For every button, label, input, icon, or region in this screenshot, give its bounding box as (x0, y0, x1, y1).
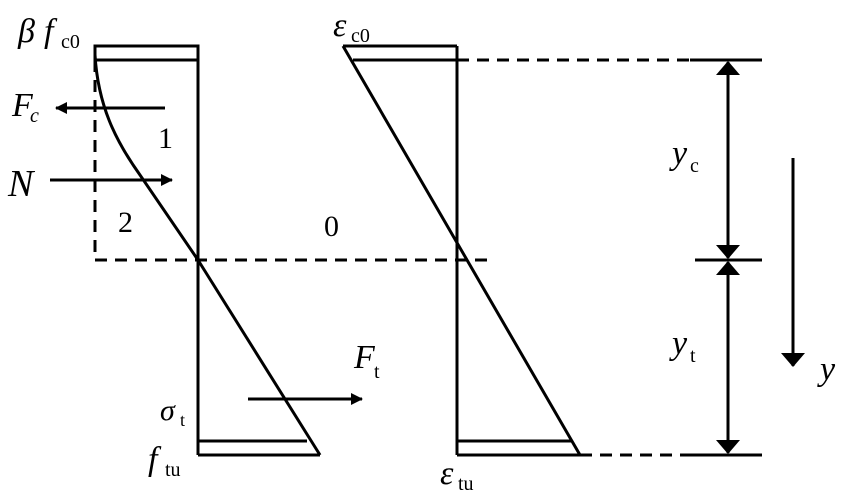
epsilon-c0-label: ε c0 (333, 7, 370, 47)
ft-label: F t (353, 339, 380, 383)
forces: F c N F t (7, 87, 380, 405)
region-1-label: 1 (158, 122, 173, 155)
yc-label: y c (669, 135, 699, 177)
sigma-symbol: σ (160, 394, 176, 427)
fc0-f: f (44, 13, 58, 50)
neutral-zero-label: 0 (324, 210, 339, 243)
strain-block: 0 ε c0 ε tu (324, 7, 582, 495)
fc0-sub: c0 (61, 31, 80, 53)
ft-sub: t (374, 361, 380, 383)
yt-label-backdrop (668, 322, 708, 374)
yc-symbol: y (669, 135, 688, 172)
yt-symbol: y (669, 325, 688, 362)
yt-sub: t (690, 345, 696, 367)
stress-block: 1 2 β f c0 σ t f tu (17, 13, 495, 481)
epsilon-c0-symbol: ε (333, 7, 347, 44)
fc-label: F c (11, 87, 39, 127)
fc-sub: c (30, 105, 39, 127)
epsilon-tu-label: ε tu (440, 455, 474, 495)
strain-diagonal (341, 45, 582, 456)
compression-curve (93, 54, 200, 261)
ft-symbol: F (353, 339, 376, 376)
yc-label-backdrop (668, 128, 708, 180)
n-label: N (7, 163, 36, 205)
stress-section-outline (93, 44, 200, 62)
sigma-t-label: σ t (160, 394, 185, 430)
epsilon-tu-sub: tu (458, 473, 474, 495)
yc-sub: c (690, 155, 699, 177)
ftu-sub: tu (165, 459, 181, 481)
region-2-label: 2 (118, 206, 133, 239)
ftu-f: f (148, 441, 162, 478)
tension-diagonal (196, 259, 322, 456)
yt-label: y t (669, 325, 696, 367)
ftu-label: f tu (148, 441, 181, 481)
beta-fc0-label: β f c0 (17, 13, 80, 53)
sigma-sub: t (180, 410, 185, 430)
fc-symbol: F (11, 87, 34, 124)
beta-symbol: β (17, 13, 35, 50)
dimension-lines: y c y t y (457, 58, 836, 457)
epsilon-tu-symbol: ε (440, 455, 454, 492)
epsilon-c0-sub: c0 (351, 25, 370, 47)
y-axis-label: y (817, 351, 836, 388)
